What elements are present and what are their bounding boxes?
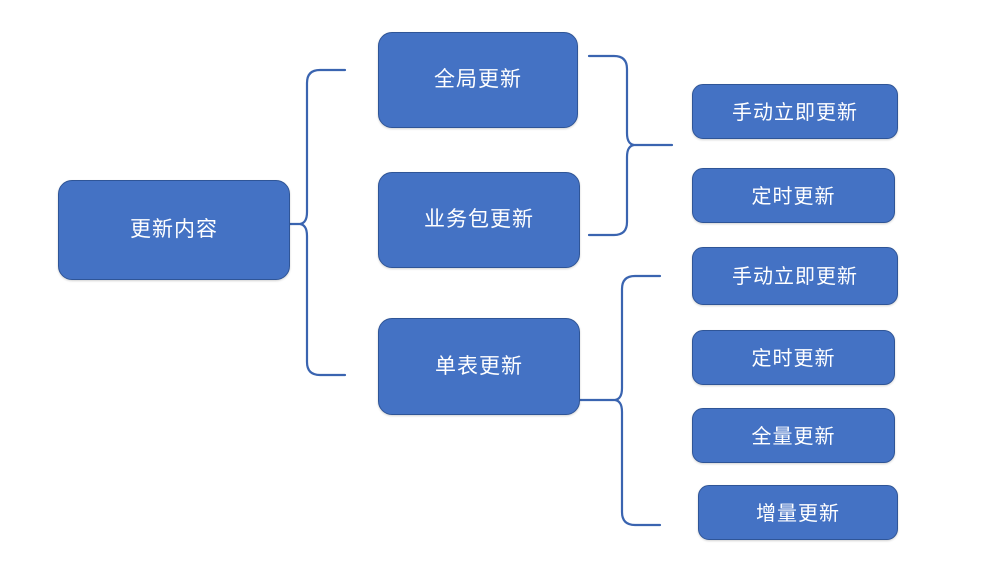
node-label: 单表更新 <box>435 353 523 378</box>
node-label: 增量更新 <box>756 500 840 525</box>
node-single-table-update[interactable]: 单表更新 <box>378 318 580 415</box>
node-global-update[interactable]: 全局更新 <box>378 32 578 128</box>
node-group-b-incremental-update[interactable]: 增量更新 <box>698 485 898 540</box>
node-label: 定时更新 <box>751 183 836 208</box>
node-label: 手动立即更新 <box>732 264 858 288</box>
node-label: 手动立即更新 <box>732 99 858 124</box>
node-label: 全局更新 <box>434 67 522 92</box>
brace-global-and-package-to-group-a <box>587 54 674 237</box>
node-label: 定时更新 <box>751 345 836 370</box>
node-label: 全量更新 <box>751 423 836 448</box>
node-label: 业务包更新 <box>424 207 534 232</box>
node-group-b-full-update[interactable]: 全量更新 <box>692 408 895 463</box>
node-group-b-scheduled-update[interactable]: 定时更新 <box>692 330 895 385</box>
node-label: 更新内容 <box>130 217 218 242</box>
node-business-package-update[interactable]: 业务包更新 <box>378 172 580 268</box>
brace-single-table-to-group-b <box>578 274 662 527</box>
node-group-a-manual-immediate-update[interactable]: 手动立即更新 <box>692 84 898 139</box>
node-group-b-manual-immediate-update[interactable]: 手动立即更新 <box>692 247 898 305</box>
node-root-update-content[interactable]: 更新内容 <box>58 180 290 280</box>
node-group-a-scheduled-update[interactable]: 定时更新 <box>692 168 895 223</box>
